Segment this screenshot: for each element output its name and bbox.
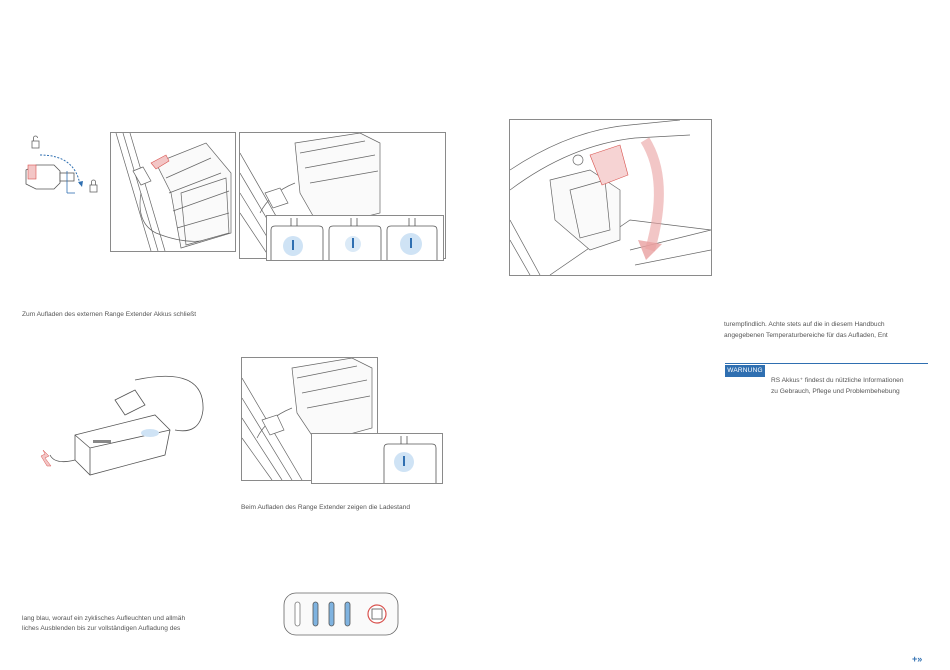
caption-bottom-line1: lang blau, worauf ein zyklisches Aufleuc… bbox=[22, 615, 186, 622]
led-status-panel bbox=[283, 592, 399, 636]
battery-rotation-illustration bbox=[509, 119, 712, 276]
single-led-inset bbox=[311, 433, 443, 484]
caption-charge-status: Beim Aufladen des Range Extender zeigen … bbox=[241, 504, 410, 511]
warning-badge: WARNUNG bbox=[725, 365, 765, 377]
next-page-icon[interactable]: +» bbox=[912, 654, 923, 664]
charger-illustration bbox=[35, 370, 215, 480]
warning-text-line1: RS Akkus⁺ findest du nützliche Informati… bbox=[771, 377, 904, 384]
led-detail-inset bbox=[266, 215, 444, 261]
caption-right-line2: angegebenen Temperaturbereiche für das A… bbox=[724, 332, 888, 339]
caption-bottom-line2: liches Ausblenden bis zur vollständigen … bbox=[22, 625, 181, 632]
lock-rotation-diagram bbox=[20, 135, 105, 210]
warning-text-line2: zu Gebrauch, Pflege und Problembehebung bbox=[771, 388, 900, 395]
caption-right-line1: turempfindlich. Achte stets auf die in d… bbox=[724, 321, 885, 328]
caption-charge-intro: Zum Aufladen des externen Range Extender… bbox=[22, 311, 197, 318]
battery-plug-illustration bbox=[110, 132, 236, 252]
warning-rule bbox=[725, 363, 928, 364]
